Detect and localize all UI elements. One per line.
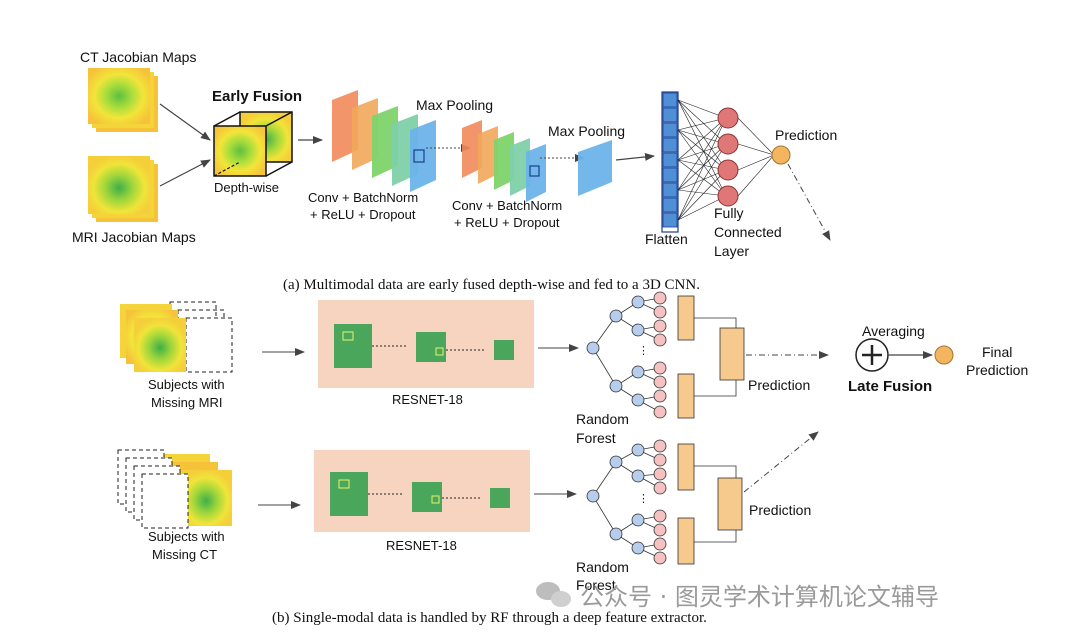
resnet-panel-2 (314, 450, 530, 532)
ct-jacobian-label: CT Jacobian Maps (80, 49, 196, 65)
prediction-dashdot-top (787, 163, 831, 241)
missing-mri-label-line2: Missing MRI (151, 395, 223, 410)
caption-b: (b) Single-modal data is handled by RF t… (272, 610, 707, 626)
ct-map-stack (88, 68, 158, 132)
resnet-label-1: RESNET-18 (392, 392, 463, 407)
caption-a: (a) Multimodal data are early fused dept… (283, 277, 700, 293)
max-pooling-2-label: Max Pooling (548, 123, 625, 139)
random-forest-1 (586, 291, 667, 419)
dashdot-pred2-to-avg (743, 431, 819, 493)
early-fusion-cube (213, 111, 293, 177)
vote-boxes-1 (677, 295, 745, 419)
rf2-dots: ⋮ (638, 493, 649, 505)
prediction-top-label: Prediction (775, 127, 837, 143)
conv1-label-line2: + ReLU + Dropout (310, 207, 416, 222)
watermark-text: 公众号 · 图灵学术计算机论文辅导 (580, 583, 939, 611)
rf-1-label-line1: Random (576, 411, 629, 427)
prediction-1-label: Prediction (748, 377, 810, 393)
final-prediction-line2: Prediction (966, 362, 1028, 378)
conv-block-2 (462, 120, 546, 202)
prediction-2-label: Prediction (749, 502, 811, 518)
conv1-label-line1: Conv + BatchNorm (308, 190, 418, 205)
early-fusion-label: Early Fusion (212, 88, 302, 105)
mri-map-stack (88, 156, 158, 222)
wechat-watermark: 公众号 · 图灵学术计算机论文辅导 (536, 582, 939, 611)
late-fusion-label: Late Fusion (848, 378, 932, 395)
fc-label-line1: Fully (714, 205, 744, 221)
conv2-label-line1: Conv + BatchNorm (452, 198, 562, 213)
resnet-label-2: RESNET-18 (386, 538, 457, 553)
depth-wise-label: Depth-wise (214, 180, 279, 195)
flatten-column (661, 91, 679, 233)
conv-block-1 (332, 90, 436, 192)
prediction-node (771, 145, 791, 165)
dense-connections (677, 99, 775, 221)
final-prediction-line1: Final (982, 344, 1012, 360)
max-pooling-1-label: Max Pooling (416, 97, 493, 113)
conv2-label-line2: + ReLU + Dropout (454, 215, 560, 230)
fc-neurons (717, 107, 739, 207)
missing-ct-label-line2: Missing CT (152, 547, 217, 562)
missing-ct-label-line1: Subjects with (148, 529, 225, 544)
wechat-icon (536, 582, 571, 607)
random-forest-2 (586, 439, 667, 565)
flatten-label: Flatten (645, 231, 688, 247)
missing-ct-stack (117, 449, 232, 529)
final-prediction-node (934, 345, 954, 365)
arrow-ct-to-fusion (159, 103, 211, 141)
rf-1-label-line2: Forest (576, 430, 616, 446)
arrow-pool-to-flatten (615, 152, 655, 161)
rf-2-label-line1: Random (576, 559, 629, 575)
averaging-label: Averaging (862, 323, 925, 339)
mri-jacobian-label: MRI Jacobian Maps (72, 229, 196, 245)
rf1-dots: ⋮ (638, 345, 649, 357)
missing-mri-label-line1: Subjects with (148, 377, 225, 392)
fc-label-line3: Layer (714, 243, 749, 259)
fc-label-line2: Connected (714, 224, 782, 240)
arrow-mri-to-fusion (159, 159, 211, 187)
vote-boxes-2 (677, 443, 743, 565)
pool-output-block (578, 140, 612, 196)
rf-2-label-line2: Forest (576, 577, 616, 593)
plus-circle-icon (855, 338, 889, 372)
resnet-panel-1 (318, 300, 534, 388)
missing-mri-stack (120, 301, 233, 373)
